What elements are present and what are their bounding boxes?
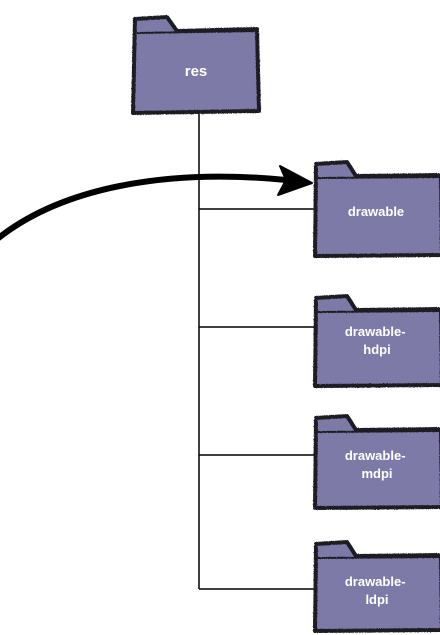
folder-label: drawable- mdpi: [345, 448, 409, 481]
folder-shape: [313, 414, 440, 510]
tree-connectors: [198, 112, 314, 590]
folder-res: res: [131, 15, 261, 115]
folder-drawable-hdpi: drawable- hdpi: [313, 294, 440, 388]
folder-label: res: [185, 63, 208, 80]
folder-label: drawable: [348, 204, 404, 219]
folder-tab-line: [317, 176, 440, 179]
folder-shape: [313, 294, 440, 388]
folder-label-line: drawable-: [345, 448, 406, 463]
curved-arrow-icon: [0, 165, 313, 241]
folder-label-line: drawable: [348, 204, 404, 219]
curved-arrow-head: [277, 165, 313, 196]
folder-icon: [131, 15, 261, 115]
folder-label-line: mdpi: [361, 466, 392, 481]
folder-icon: [313, 414, 440, 510]
folder-shape: [131, 15, 261, 115]
folder-tab-line: [317, 556, 440, 559]
folder-icon: [313, 540, 440, 633]
folder-label-line: drawable-: [345, 574, 406, 589]
folder-tab-line: [317, 310, 440, 313]
folder-shape: [313, 540, 440, 633]
folder-drawable-ldpi: drawable- ldpi: [313, 540, 440, 633]
folder-label-line: drawable-: [345, 324, 406, 339]
folder-drawable: drawable: [313, 160, 440, 258]
curved-arrow-shaft: [0, 173, 289, 241]
folder-tab-line: [136, 30, 258, 34]
folder-label-line: ldpi: [365, 592, 388, 607]
folder-label: drawable- ldpi: [345, 574, 409, 607]
folder-label-line: hdpi: [363, 342, 390, 357]
folder-icon: [313, 160, 440, 258]
folder-label: drawable- hdpi: [345, 324, 409, 357]
folder-icon: [313, 294, 440, 388]
folder-tab-line: [317, 430, 440, 433]
folder-drawable-mdpi: drawable- mdpi: [313, 414, 440, 510]
folder-shape: [313, 160, 440, 258]
